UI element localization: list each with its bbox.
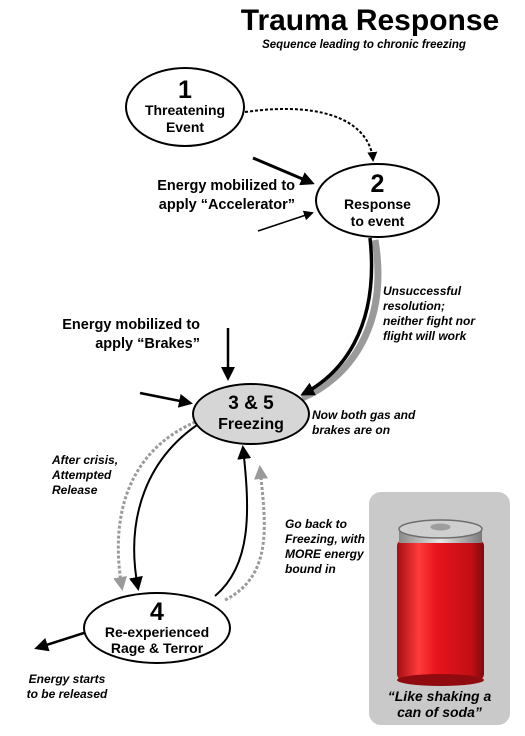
label-line: Energy mobilized to bbox=[157, 178, 295, 194]
note-line: brakes are on bbox=[312, 423, 391, 437]
arrow-2-to-3-shadow bbox=[300, 239, 382, 402]
note-line: flight will work bbox=[383, 329, 467, 343]
node-freezing: 3 & 5 Freezing bbox=[192, 383, 310, 445]
note-line: Unsuccessful bbox=[383, 284, 462, 298]
can-caption: “Like shaking a can of soda” bbox=[369, 688, 510, 720]
diagram-title: Trauma Response bbox=[240, 4, 500, 37]
accelerator-energy-label: Energy mobilized to apply “Accelerator” bbox=[90, 177, 295, 215]
arrow-2-to-3 bbox=[300, 237, 374, 396]
node-threatening-event: 1 Threatening Event bbox=[125, 67, 245, 147]
note-line: to be released bbox=[26, 687, 108, 701]
node-number: 3 & 5 bbox=[228, 393, 274, 414]
node-response-to-event: 2 Response to event bbox=[315, 163, 440, 238]
note-both-on: Now both gas and brakes are on bbox=[312, 408, 462, 438]
label-line: apply “Brakes” bbox=[95, 336, 200, 352]
note-line: Now both gas and bbox=[312, 408, 416, 422]
diagram-subtitle: Sequence leading to chronic freezing bbox=[262, 39, 466, 51]
note-line: After crisis, bbox=[52, 453, 119, 467]
label-line: apply “Accelerator” bbox=[158, 197, 295, 213]
node-label: Freezing bbox=[218, 416, 284, 433]
can-body bbox=[397, 540, 484, 680]
note-line: Attempted bbox=[52, 468, 112, 482]
arrow-1-to-2 bbox=[244, 107, 378, 162]
can-tab bbox=[430, 523, 451, 531]
caption-line: “Like shaking a bbox=[387, 688, 492, 704]
node-number: 2 bbox=[370, 169, 385, 198]
arrow-4-to-3 bbox=[214, 445, 252, 597]
node-label: Rage & Terror bbox=[110, 640, 204, 656]
note-unsuccessful-resolution: Unsuccessful resolution; neither fight n… bbox=[383, 284, 518, 344]
label-line: Energy mobilized to bbox=[62, 317, 200, 333]
note-energy-released: Energy starts to be released bbox=[12, 672, 122, 702]
accelerator-arrow-upper bbox=[252, 156, 315, 186]
accelerator-arrow-lower bbox=[257, 210, 314, 232]
brakes-arrow-left bbox=[139, 391, 193, 408]
note-line: MORE energy bbox=[285, 547, 364, 561]
node-label: Response bbox=[344, 195, 411, 212]
note-line: Freezing, with bbox=[285, 532, 366, 546]
note-line: bound in bbox=[285, 562, 336, 576]
note-line: Release bbox=[52, 483, 98, 497]
node-label: Threatening bbox=[144, 102, 226, 118]
note-line: resolution; bbox=[383, 299, 445, 313]
node-label: to event bbox=[350, 212, 405, 229]
node-number: 1 bbox=[178, 76, 192, 104]
note-after-crisis: After crisis, Attempted Release bbox=[52, 453, 152, 498]
brakes-energy-label: Energy mobilized to apply “Brakes” bbox=[5, 316, 200, 354]
can-bottom bbox=[397, 674, 484, 686]
note-line: Go back to bbox=[285, 517, 348, 531]
node-label: Event bbox=[165, 119, 205, 135]
note-go-back: Go back to Freezing, with MORE energy bo… bbox=[285, 517, 395, 577]
caption-line: can of soda” bbox=[397, 704, 482, 720]
arrow-3-to-4 bbox=[129, 417, 209, 591]
node-number: 4 bbox=[150, 598, 164, 626]
note-line: neither fight nor bbox=[383, 314, 475, 328]
arrow-4-to-3-shadow bbox=[224, 465, 269, 602]
node-re-experienced: 4 Re-experienced Rage & Terror bbox=[83, 592, 231, 664]
note-line: Energy starts bbox=[28, 672, 106, 686]
release-arrow bbox=[34, 630, 88, 652]
arrow-3-to-4-shadow bbox=[113, 418, 201, 591]
node-label: Re-experienced bbox=[104, 624, 210, 640]
